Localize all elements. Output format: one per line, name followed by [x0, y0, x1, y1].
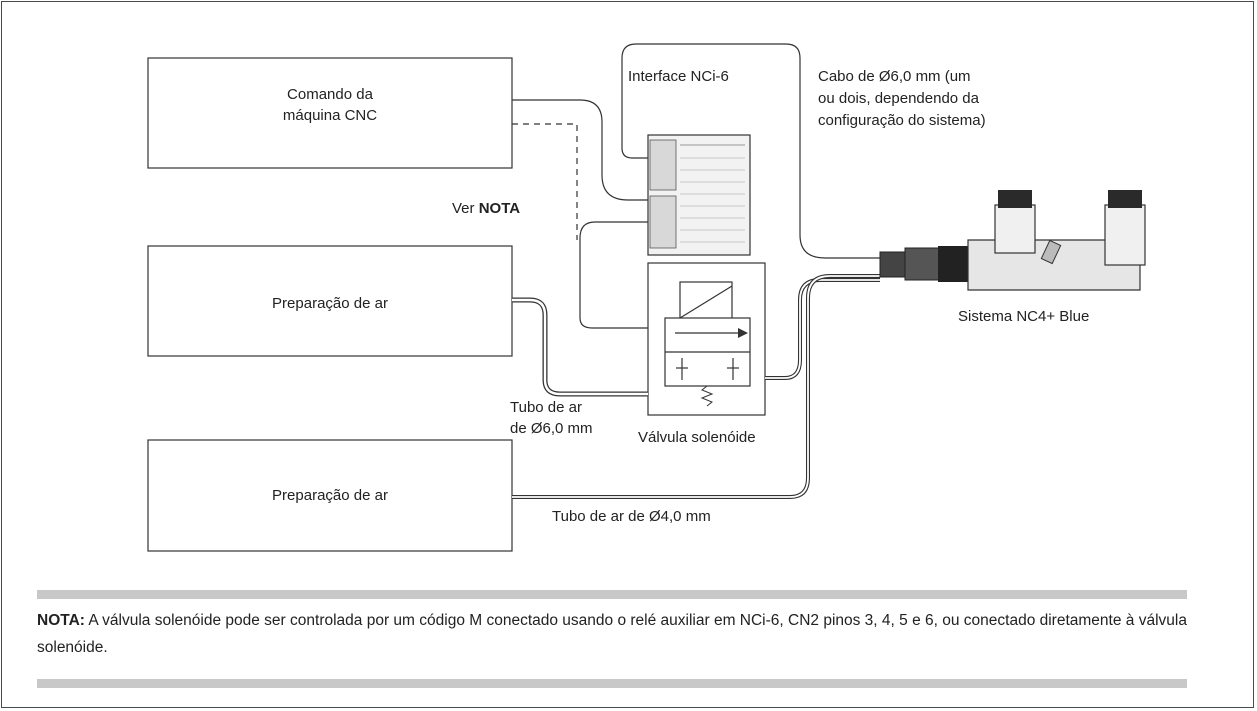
solenoid-valve	[647, 262, 766, 416]
valve-system-tube-inner	[765, 279, 880, 379]
note-top-bar	[37, 590, 1187, 599]
note-prefix: NOTA:	[37, 612, 85, 629]
nc4-system	[879, 190, 1146, 291]
interface-loop-cable	[621, 43, 880, 259]
air-prep-box-2	[147, 439, 513, 552]
air-prep-box-1	[147, 245, 513, 357]
cnc-box-label: Comando da máquina CNC	[230, 84, 430, 126]
note-paragraph: NOTA: A válvula solenóide pode ser contr…	[37, 607, 1197, 661]
air-prep-1-label: Preparação de ar	[272, 295, 388, 312]
cable-label-line1: Cabo de Ø6,0 mm (um	[818, 68, 971, 85]
dashed-control-line	[512, 123, 578, 240]
tube-6mm-line2: de Ø6,0 mm	[510, 420, 593, 437]
valve-label: Válvula solenóide	[638, 429, 756, 446]
cnc-box	[147, 57, 513, 169]
air-tube-6mm-inner	[512, 298, 648, 396]
note-bottom-bar	[37, 679, 1187, 688]
cable-label: Cabo de Ø6,0 mm (um ou dois, dependendo …	[818, 66, 986, 132]
interface-label: Interface NCi-6	[628, 68, 729, 85]
tube-4mm-label: Tubo de ar de Ø4,0 mm	[552, 508, 711, 525]
cnc-label-line1: Comando da	[287, 86, 373, 103]
see-note-ref: NOTA	[478, 200, 521, 217]
cable-label-line3: configuração do sistema)	[818, 112, 986, 129]
tube-6mm-line1: Tubo de ar	[510, 399, 582, 416]
cable-label-line2: ou dois, dependendo da	[818, 90, 979, 107]
see-note-label: Ver NOTA	[452, 198, 520, 219]
valve-system-tube	[765, 278, 880, 380]
tube-6mm-label: Tubo de ar de Ø6,0 mm	[510, 397, 593, 439]
air-prep-2-label: Preparação de ar	[272, 487, 388, 504]
cnc-cable	[512, 99, 650, 201]
interface-valve-cable	[579, 221, 650, 329]
interface-device	[647, 134, 751, 256]
air-tube-4mm-inner	[512, 275, 880, 498]
see-note-prefix: Ver	[452, 200, 479, 217]
note-body: A válvula solenóide pode ser controlada …	[37, 612, 1187, 656]
system-label: Sistema NC4+ Blue	[958, 308, 1090, 325]
cnc-label-line2: máquina CNC	[282, 107, 378, 124]
